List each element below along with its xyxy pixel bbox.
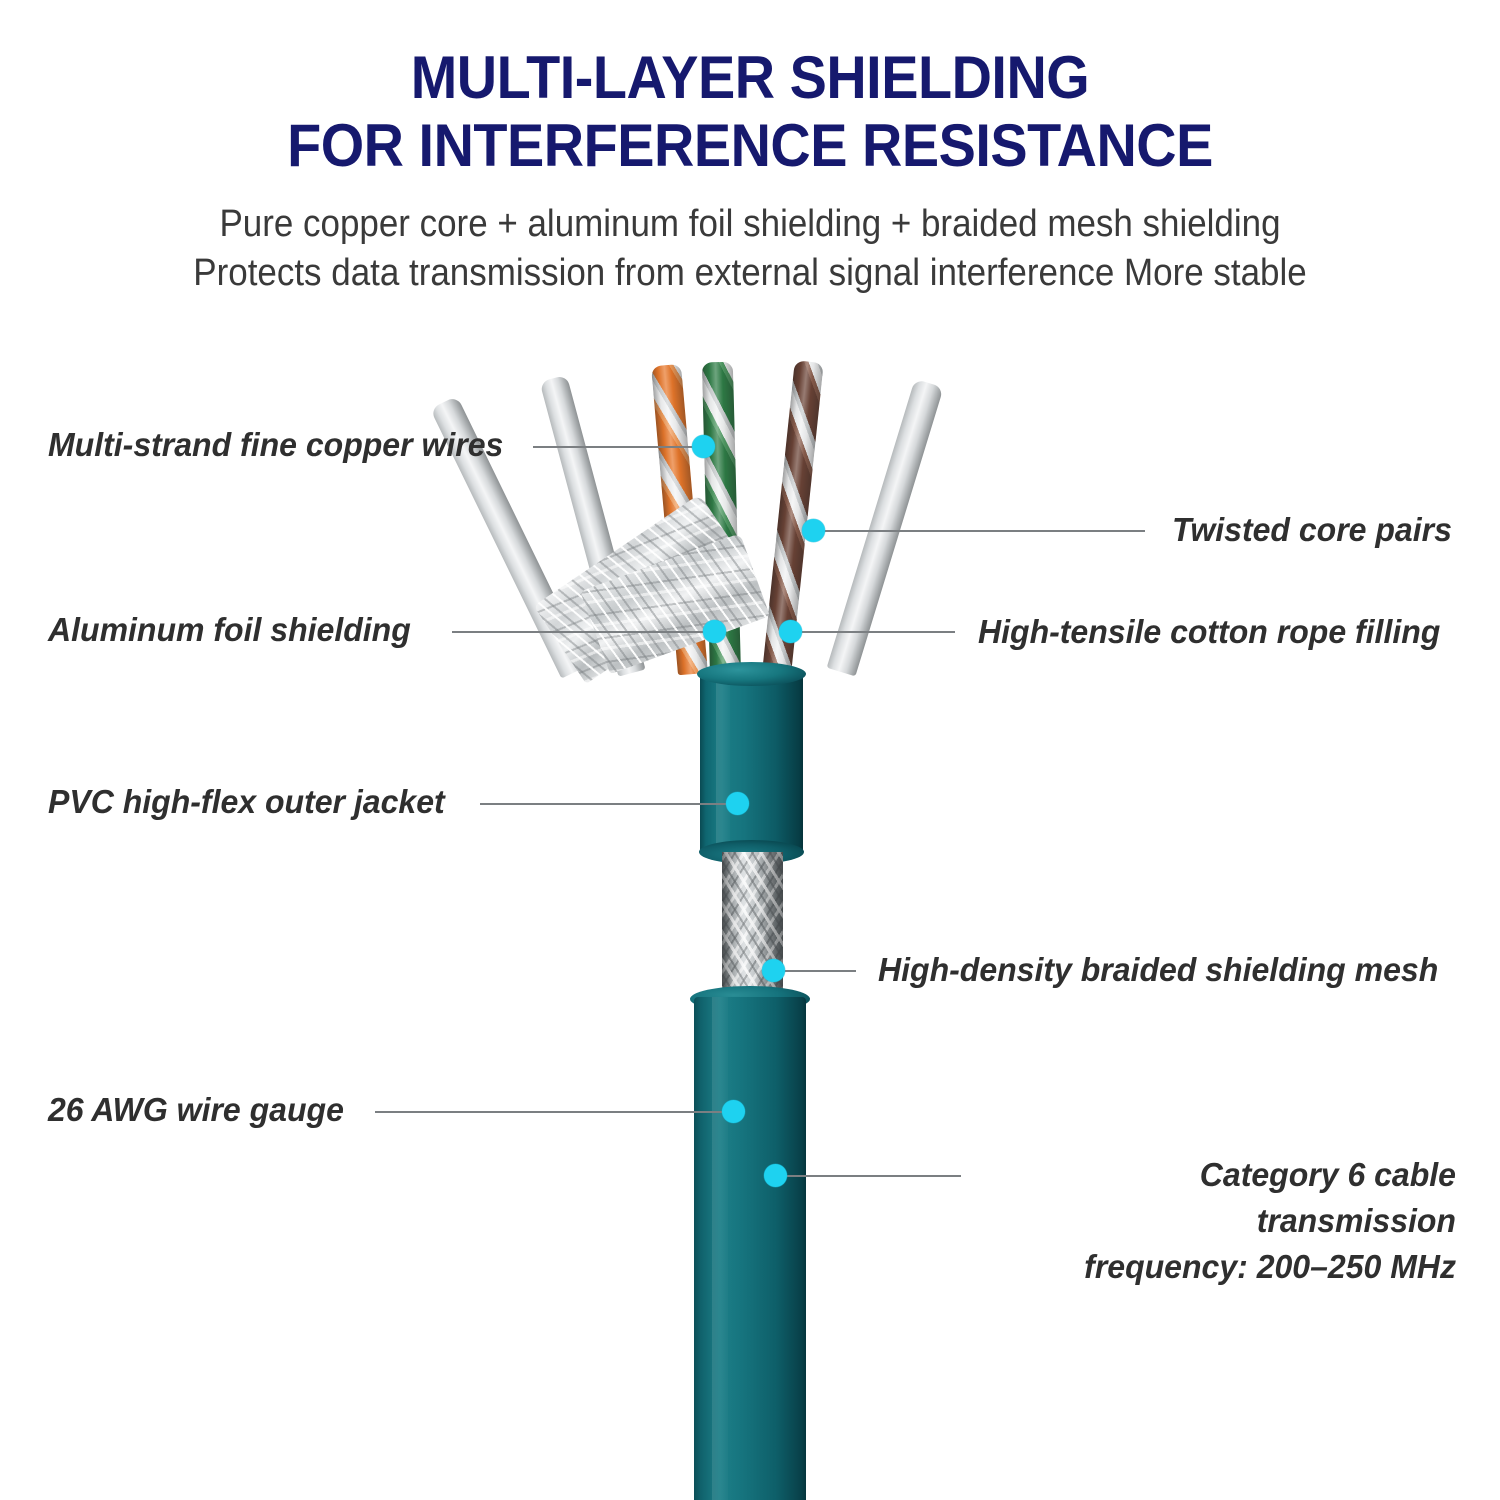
page-subtitle: Pure copper core + aluminum foil shieldi… <box>193 203 1307 294</box>
callout-dot-category6 <box>764 1164 787 1187</box>
leader-line-twisted-pairs <box>820 530 1145 532</box>
callout-label-category6: Category 6 cable transmission frequency:… <box>1084 1156 1456 1285</box>
leader-line-braided-mesh <box>784 970 856 972</box>
page-title: MULTI-LAYER SHIELDING FOR INTERFERENCE R… <box>287 44 1213 179</box>
callout-label-cotton-rope: High-tensile cotton rope filling <box>978 613 1441 650</box>
callout-dot-multi-strand <box>692 435 715 458</box>
callout-dot-twisted-pairs <box>802 519 825 542</box>
leader-line-multi-strand <box>533 446 701 448</box>
callout-label-braided-mesh: High-density braided shielding mesh <box>878 951 1439 988</box>
callout-dot-braided-mesh <box>762 959 785 982</box>
callout-label-twisted-pairs: Twisted core pairs <box>1172 511 1452 548</box>
callout-dot-cotton-rope <box>779 620 802 643</box>
leader-line-pvc-jacket <box>480 803 733 805</box>
pvc-jacket-upper <box>700 672 803 852</box>
callout-dot-pvc-jacket <box>726 792 749 815</box>
pvc-jacket-lower <box>694 997 806 1500</box>
leader-line-category6 <box>786 1175 961 1177</box>
callout-label-aluminum-foil: Aluminum foil shielding <box>48 611 411 648</box>
callout-dot-awg <box>722 1100 745 1123</box>
callout-label-multi-strand: Multi-strand fine copper wires <box>48 426 504 463</box>
leader-line-aluminum-foil <box>452 631 710 633</box>
callout-label-pvc-jacket: PVC high-flex outer jacket <box>48 783 445 820</box>
callout-label-awg: 26 AWG wire gauge <box>48 1091 344 1128</box>
leader-line-awg <box>375 1111 730 1113</box>
callout-dot-aluminum-foil <box>703 620 726 643</box>
leader-line-cotton-rope <box>800 631 955 633</box>
pvc-jacket-upper-rim <box>697 662 806 686</box>
